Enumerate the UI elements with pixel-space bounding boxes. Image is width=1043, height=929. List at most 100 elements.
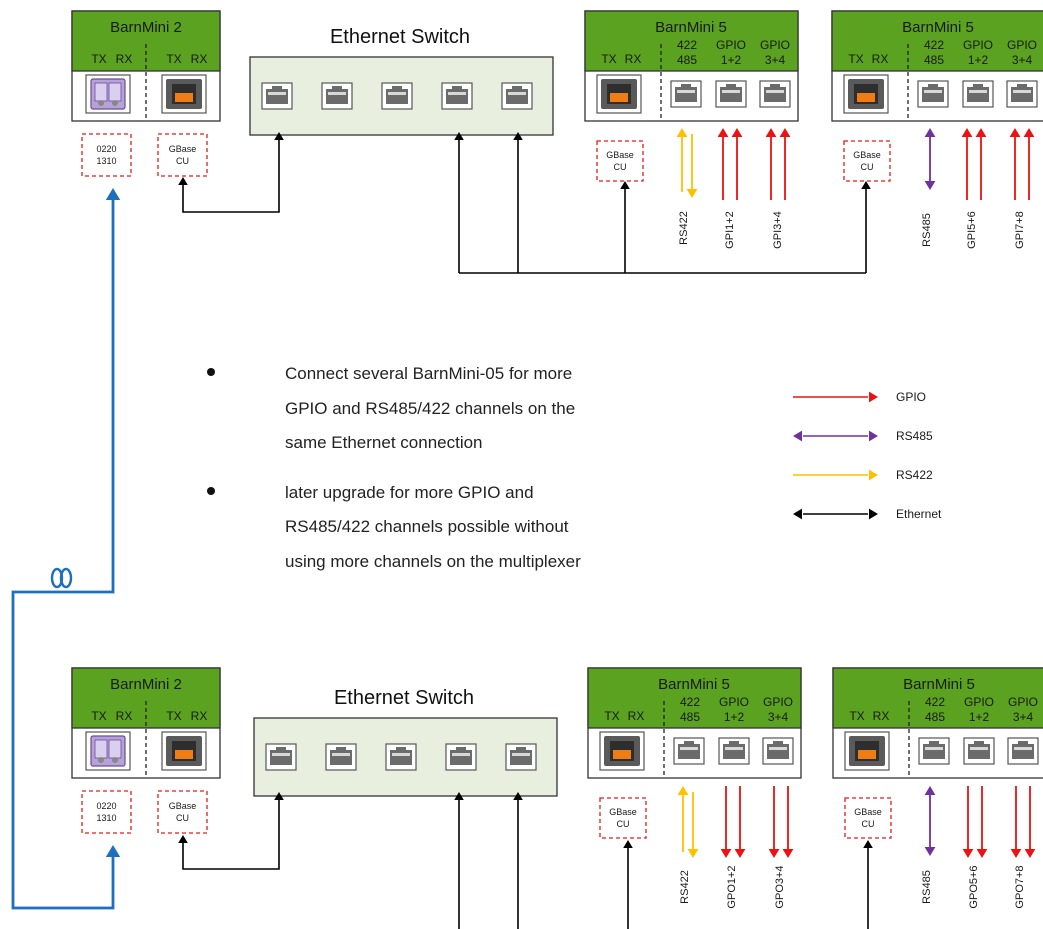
signal-label: GPO7+8 xyxy=(1014,865,1026,908)
tx-label: TX xyxy=(601,52,616,66)
tx-label: TX xyxy=(604,709,619,723)
ethernet-head xyxy=(454,132,464,140)
switch-port-icon xyxy=(441,82,473,110)
bullet-text: same Ethernet connection xyxy=(285,433,483,452)
channel-label: 3+4 xyxy=(765,53,786,67)
channel-port-icon xyxy=(718,737,750,765)
tx-label: TX xyxy=(91,709,106,723)
channel-port-icon xyxy=(963,737,995,765)
channel-label: 3+4 xyxy=(1013,710,1034,724)
ethernet-head xyxy=(274,132,284,140)
channel-label: GPIO xyxy=(760,38,790,52)
channel-label: 422 xyxy=(924,38,944,52)
rj45-port-icon xyxy=(596,74,642,114)
gpi-arrow-head xyxy=(717,128,729,137)
rx-label: RX xyxy=(116,52,133,66)
ethernet-link xyxy=(182,140,280,213)
rj45-port-icon xyxy=(843,74,889,114)
gpo-arrow-head xyxy=(962,849,974,858)
channel-label: 1+2 xyxy=(969,710,990,724)
barnmini5-title: BarnMini 5 xyxy=(903,676,975,693)
gpo-arrow-head xyxy=(782,849,794,858)
channel-port-icon xyxy=(917,80,949,108)
legend-gpio-label: GPIO xyxy=(896,390,926,404)
rj45-port-icon xyxy=(599,731,645,771)
rx-label: RX xyxy=(872,52,889,66)
ethernet-head xyxy=(513,792,523,800)
rs485-arrow-head xyxy=(924,847,936,856)
gbase-cu-callout-line2: CU xyxy=(176,156,189,166)
barnmini5-title: BarnMini 5 xyxy=(658,676,730,693)
gpo-arrow-head xyxy=(976,849,988,858)
channel-label: 3+4 xyxy=(768,710,789,724)
gbase-cu-callout-line2: CU xyxy=(617,819,630,829)
rx-label: RX xyxy=(873,709,890,723)
sfp-port-icon xyxy=(85,731,131,771)
signal-label: RS422 xyxy=(679,870,691,904)
gbase-cu-callout xyxy=(843,140,891,182)
barnmini5-header xyxy=(832,667,1043,729)
gbase-cu-callout-line1: GBase xyxy=(169,801,197,811)
tx-label: TX xyxy=(166,709,181,723)
gbase-cu-callout-line2: CU xyxy=(614,162,627,172)
switch-port-icon xyxy=(321,82,353,110)
gpi-arrow-head xyxy=(1009,128,1021,137)
barnmini5-header xyxy=(831,10,1043,72)
gbase-cu-callout-line2: CU xyxy=(176,813,189,823)
channel-label: 485 xyxy=(677,53,697,67)
gpi-arrow-head xyxy=(765,128,777,137)
rs422-head xyxy=(687,849,699,858)
channel-label: GPIO xyxy=(963,38,993,52)
channel-port-icon xyxy=(762,737,794,765)
switch-title: Ethernet Switch xyxy=(330,26,470,48)
rj45-port-icon xyxy=(844,731,890,771)
switch-port-icon xyxy=(385,743,417,771)
sfp-callout-line1: 0220 xyxy=(96,801,116,811)
fiber-link xyxy=(11,200,115,910)
signal-label: GPI3+4 xyxy=(772,211,784,249)
signal-label: GPI7+8 xyxy=(1014,211,1026,249)
barnmini2-title: BarnMini 2 xyxy=(110,676,182,693)
gbase-cu-callout xyxy=(157,133,208,177)
signal-label: GPO3+4 xyxy=(774,865,786,908)
ethernet-link xyxy=(182,800,280,870)
gbase-cu-callout-line2: CU xyxy=(861,162,874,172)
rx-label: RX xyxy=(116,709,133,723)
channel-port-icon xyxy=(670,80,702,108)
rx-label: RX xyxy=(191,709,208,723)
barnmini5-header xyxy=(584,10,799,72)
tx-label: TX xyxy=(91,52,106,66)
gbase-cu-callout-line1: GBase xyxy=(853,150,881,160)
rx-label: RX xyxy=(628,709,645,723)
bullet-text: using more channels on the multiplexer xyxy=(285,552,581,571)
bullet-text: RS485/422 channels possible without xyxy=(285,517,569,536)
switch-port-icon xyxy=(325,743,357,771)
channel-label: GPIO xyxy=(964,695,994,709)
ethernet-head xyxy=(863,840,873,848)
signal-label: GPI5+6 xyxy=(966,211,978,249)
channel-label: GPIO xyxy=(1007,38,1037,52)
rx-label: RX xyxy=(625,52,642,66)
sfp-callout-line1: 0220 xyxy=(96,144,116,154)
rs485-arrow-head xyxy=(924,128,936,137)
bullet-dot xyxy=(207,368,215,376)
rs422-head xyxy=(686,189,698,198)
ethernet-head xyxy=(513,132,523,140)
rj45-port-icon xyxy=(161,74,207,114)
bullet-text: GPIO and RS485/422 channels on the xyxy=(285,399,575,418)
switch-port-icon xyxy=(265,743,297,771)
bullet-text: later upgrade for more GPIO and xyxy=(285,483,534,502)
rx-label: RX xyxy=(191,52,208,66)
legend-ethernet-head xyxy=(793,508,802,520)
channel-label: 422 xyxy=(680,695,700,709)
rs422-head xyxy=(677,786,689,795)
tx-label: TX xyxy=(849,709,864,723)
gbase-cu-callout-line1: GBase xyxy=(609,807,637,817)
fiber-coil-icon xyxy=(59,567,73,589)
legend-rs485-head xyxy=(793,430,802,442)
gpi-arrow-head xyxy=(731,128,743,137)
switch-port-icon xyxy=(501,82,533,110)
sfp-callout xyxy=(81,790,132,834)
gpo-arrow-head xyxy=(768,849,780,858)
